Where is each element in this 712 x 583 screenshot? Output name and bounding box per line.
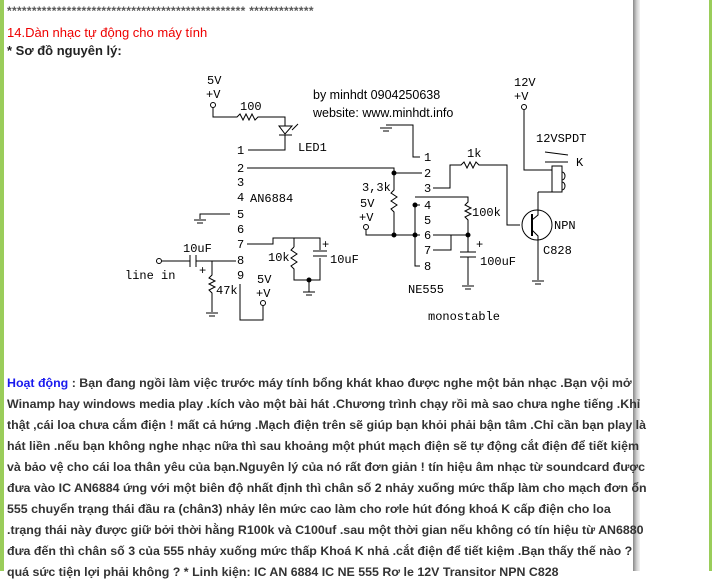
content-shadow [633,0,640,571]
svg-text:4: 4 [424,199,431,213]
label-r47k: 47k [216,284,238,298]
svg-text:12V: 12V [514,76,536,90]
label-c828: C828 [543,244,572,258]
svg-text:5V: 5V [360,197,375,211]
label-r100: 100 [240,100,262,114]
an6884-pins: 1 2 3 4 5 6 7 8 9 [237,144,244,283]
svg-text:6: 6 [424,229,431,243]
section-title: 14.Dàn nhạc tự động cho máy tính [7,25,208,40]
svg-text:9: 9 [237,269,244,283]
label-plus: + [322,238,329,252]
label-c10uf: 10uF [330,253,359,267]
label-line-in: line in [125,269,175,283]
svg-text:+V: +V [359,211,374,225]
led-icon [278,125,294,135]
label-npn: NPN [554,219,576,233]
svg-text:6: 6 [237,223,244,237]
circuit-schematic: 5V +V 100 LED1 by minhdt 0904250638 webs… [125,74,586,324]
schematic-heading: * Sơ đồ nguyên lý: [7,43,122,58]
label-r1k: 1k [467,147,481,161]
label-r33k: 3,3k [362,181,391,195]
left-border [0,0,4,571]
terminal-icon [210,102,216,108]
svg-text:7: 7 [237,238,244,252]
svg-text:3: 3 [424,182,431,196]
svg-text:+: + [476,238,483,252]
svg-text:2: 2 [237,162,244,176]
svg-text:3: 3 [237,176,244,190]
svg-text:4: 4 [237,191,244,205]
ne555-pins: 1 2 3 4 5 6 7 8 [424,151,431,274]
svg-text:+V: +V [514,90,529,104]
svg-text:5: 5 [237,208,244,222]
svg-text:5: 5 [424,214,431,228]
svg-text:5V: 5V [257,273,272,287]
ic1-label: AN6884 [250,192,293,206]
operation-label: Hoạt động [7,376,69,390]
author-credit: by minhdt 0904250638 [313,88,440,102]
ic2-label: NE555 [408,283,444,297]
label-r100k: 100k [472,206,501,220]
svg-text:7: 7 [424,244,431,258]
label-vplus-led: +V [206,88,221,102]
label-c100uf: 100uF [480,255,516,269]
label-5v-led: 5V [207,74,222,88]
right-border [709,0,712,571]
svg-text:1: 1 [424,151,431,165]
npn-transistor-icon [521,209,553,241]
label-k: K [576,156,584,170]
svg-text:1: 1 [237,144,244,158]
label-led1: LED1 [298,141,327,155]
line-in-terminal[interactable] [156,258,162,264]
svg-text:8: 8 [237,254,244,268]
relay-coil-icon [551,165,563,193]
label-r10k: 10k [268,251,290,265]
label-c10uf-in: 10uF [183,242,212,256]
label-relay: 12VSPDT [536,132,586,146]
svg-text:2: 2 [424,167,431,181]
svg-text:+V: +V [256,287,271,301]
svg-text:8: 8 [424,260,431,274]
website-credit: website: www.minhdt.info [312,106,453,120]
svg-text:+: + [199,264,206,278]
operation-description: Hoạt động : Bạn đang ngồi làm việc trước… [7,376,647,579]
separator: ****************************************… [7,4,314,18]
mode-label: monostable [428,310,500,324]
